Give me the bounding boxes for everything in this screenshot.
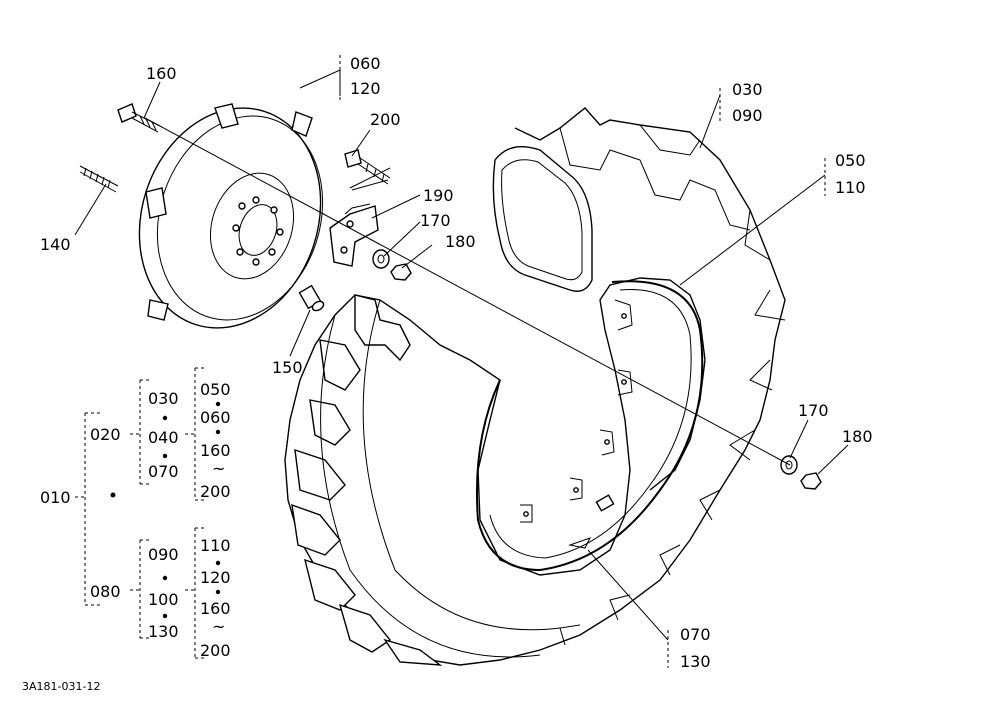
tree-g2b-2: 160 [200, 599, 231, 618]
callout-130: 130 [680, 652, 711, 671]
tree-g2a-0: 090 [148, 545, 179, 564]
tree-g2b-3: ~ [212, 617, 225, 636]
callout-120: 120 [350, 79, 381, 98]
washer-170 [372, 249, 390, 269]
tree-g1b-3: ~ [212, 459, 225, 478]
tree-g1b-0: 050 [200, 380, 231, 399]
bracket-190 [329, 203, 379, 267]
tree-g1b-4: 200 [200, 482, 231, 501]
tree-g1a-1: 040 [148, 428, 179, 447]
callout-190: 190 [423, 186, 454, 205]
tree-g2b-4: 200 [200, 641, 231, 660]
tire [284, 107, 786, 666]
axis-line [144, 117, 791, 466]
bolt-160 [117, 103, 161, 133]
callout-180: 180 [445, 232, 476, 251]
tree-g2a-1: 100 [148, 590, 179, 609]
tree-g1a-0: 030 [148, 389, 179, 408]
callout-030: 030 [732, 80, 763, 99]
callout-110: 110 [835, 178, 866, 197]
stud-140 [79, 165, 119, 193]
nut-180 [390, 263, 412, 281]
tree-root: 010 [40, 488, 71, 507]
tree-group-1: 020 [90, 425, 121, 444]
parts-tree: 010 020 030 040 070 050 060 160 ~ 200 08… [40, 367, 231, 660]
tree-group-2: 080 [90, 582, 121, 601]
callout-050: 050 [835, 151, 866, 170]
callout-070: 070 [680, 625, 711, 644]
callout-170: 170 [420, 211, 451, 230]
callout-170b: 170 [798, 401, 829, 420]
tree-g1a-2: 070 [148, 462, 179, 481]
callout-200: 200 [370, 110, 401, 129]
tree-g2b-0: 110 [200, 536, 231, 555]
bolt-200 [344, 149, 391, 185]
nut-150 [298, 284, 325, 312]
callout-090: 090 [732, 106, 763, 125]
callout-160: 160 [146, 64, 177, 83]
drawing-code: 3A181-031-12 [22, 680, 100, 693]
tree-g1b-1: 060 [200, 408, 231, 427]
tree-g1b-2: 160 [200, 441, 231, 460]
callout-140: 140 [40, 235, 71, 254]
tree-g2a-2: 130 [148, 622, 179, 641]
tree-g2b-1: 120 [200, 568, 231, 587]
callout-150: 150 [272, 358, 303, 377]
wheel-disc [138, 103, 324, 329]
nut-180b [800, 472, 822, 490]
callout-060: 060 [350, 54, 381, 73]
callout-180b: 180 [842, 427, 873, 446]
